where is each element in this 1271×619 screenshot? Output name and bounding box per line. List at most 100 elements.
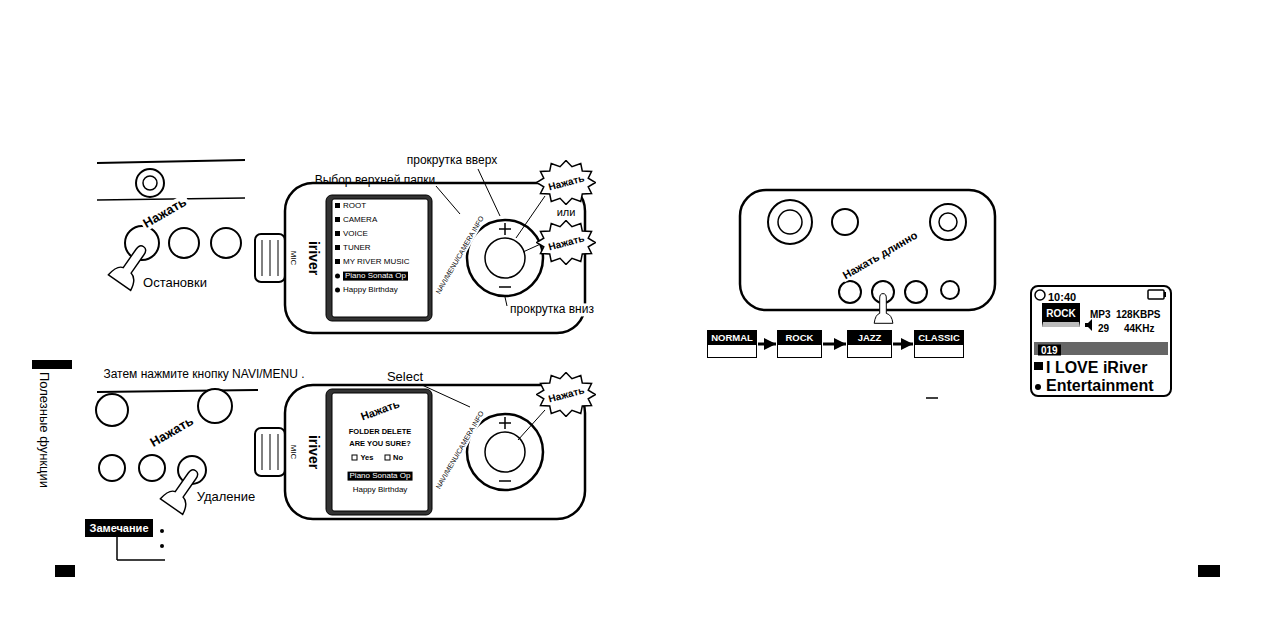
screen-text: Piano Sonata Op: [343, 272, 408, 281]
folder-icon: [335, 231, 340, 236]
function-label: Выбор верхней папки: [315, 174, 436, 187]
knob: [198, 389, 232, 423]
leader-line: [422, 385, 470, 407]
knob-groove: [278, 434, 279, 470]
eq-mode-box: CLASSIC: [914, 330, 964, 358]
sequence-arrow: [758, 343, 776, 346]
lcd-text-holder: 128KBPS: [1116, 309, 1160, 320]
button: [939, 213, 957, 231]
leader-line: [436, 186, 460, 214]
hand-icon: [874, 294, 893, 324]
function-label: прокрутка вверх: [407, 154, 497, 167]
screen-text: ROOT: [343, 202, 366, 211]
label-holder: FOLDER DELETE: [349, 428, 412, 436]
label-holder: MIC: [289, 251, 298, 266]
leader-line: [478, 169, 500, 216]
knob: [96, 394, 128, 426]
dash-mark: [926, 397, 938, 399]
screen-text: Yes: [361, 454, 374, 462]
knob-groove: [262, 240, 263, 276]
lcd-screen: ROCK10:40MP3128KBPS2944KHz019I LOVE iRiv…: [1030, 285, 1172, 397]
starburst-outline: [537, 372, 596, 416]
knob-groove: [278, 240, 279, 276]
section-tab: Полезные функции: [37, 372, 51, 488]
lcd-text-holder: Entertainment: [1046, 377, 1154, 395]
label-holder: прокрутка вверх: [407, 154, 497, 167]
lcd-text: Entertainment: [1046, 377, 1154, 395]
label-holder: Happy Birthday: [353, 486, 408, 495]
note-text: Замечание: [89, 522, 148, 534]
label-holder: TUNER: [343, 244, 371, 253]
checkbox: [385, 455, 390, 460]
button: [905, 281, 927, 303]
label-holder: Нажать: [146, 413, 198, 451]
screen-text: Happy Birthday: [343, 286, 398, 295]
press-starburst: Нажать: [536, 220, 596, 265]
folder-icon: [335, 217, 340, 222]
button: [99, 455, 125, 481]
button: [169, 228, 199, 258]
screen-text: CAMERA: [343, 216, 377, 225]
screen-text: Piano Sonata Op: [348, 472, 413, 481]
label-holder: ROOT: [343, 202, 366, 211]
eq-mode-box: NORMAL: [707, 330, 757, 358]
device-edge: [97, 390, 258, 392]
lcd-text: MP3: [1090, 309, 1111, 320]
sequence-arrow: [823, 343, 846, 346]
minus-mark: [499, 480, 511, 482]
label-holder: или: [555, 206, 578, 218]
press-starburst: Нажать: [536, 160, 596, 205]
button: [839, 281, 861, 303]
eq-indicator: ROCK: [1042, 303, 1080, 327]
lcd-text-holder: 019: [1038, 345, 1061, 356]
screen-text: FOLDER DELETE: [349, 428, 412, 436]
eq-mode-box: JAZZ: [847, 330, 892, 358]
lcd-text-holder: MP3: [1090, 309, 1111, 320]
starburst-outline: [537, 220, 596, 264]
button-label: Удаление: [197, 490, 256, 504]
battery-icon: [1164, 292, 1166, 297]
button-label: Остановки: [143, 276, 207, 290]
bullet: [160, 529, 164, 533]
screen-text: VOICE: [343, 230, 368, 239]
folder-icon: [335, 203, 340, 208]
mode-text: CLASSIC: [918, 333, 960, 343]
knob: [255, 234, 285, 282]
knob: [255, 428, 285, 476]
minus-mark: [499, 286, 511, 288]
label-holder: Piano Sonata Op: [348, 472, 413, 481]
knob: [143, 176, 157, 190]
speaker-icon: [1085, 319, 1092, 331]
label-holder: Piano Sonata Op: [343, 272, 408, 281]
label-holder: Удаление: [197, 490, 256, 504]
label-holder: CAMERA: [343, 216, 377, 225]
screen-text: MY RIVER MUSIC: [343, 258, 410, 267]
mode-text: NORMAL: [711, 333, 753, 343]
note-icon: [335, 288, 340, 293]
folder-icon: [1034, 362, 1043, 370]
instruction-text: Затем нажмите кнопку NAVI/MENU .: [103, 368, 304, 381]
button: [930, 204, 966, 240]
note-heading: Замечание: [85, 519, 153, 537]
leader-line: [518, 410, 545, 440]
label-holder: Select: [387, 370, 423, 384]
navi-wheel: [467, 220, 543, 296]
mic-label: MIC: [289, 445, 298, 460]
navi-button: [485, 432, 525, 472]
bullet: [160, 544, 164, 548]
label-holder: Остановки: [143, 276, 207, 290]
eq-mode-box: ROCK: [777, 330, 822, 358]
device-edge: [97, 160, 245, 163]
page-number-box: [55, 565, 75, 577]
label-holder: MIC: [289, 445, 298, 460]
lcd-text: 019: [1038, 345, 1061, 356]
label-holder: MY RIVER MUSIC: [343, 258, 410, 267]
conjunction-label: или: [555, 206, 578, 218]
clock-icon: [1035, 290, 1045, 300]
label-holder: Выбор верхней папки: [315, 174, 436, 187]
starburst-outline: [537, 160, 596, 204]
plus-mark: [504, 223, 506, 235]
mode-text: ROCK: [786, 333, 814, 343]
